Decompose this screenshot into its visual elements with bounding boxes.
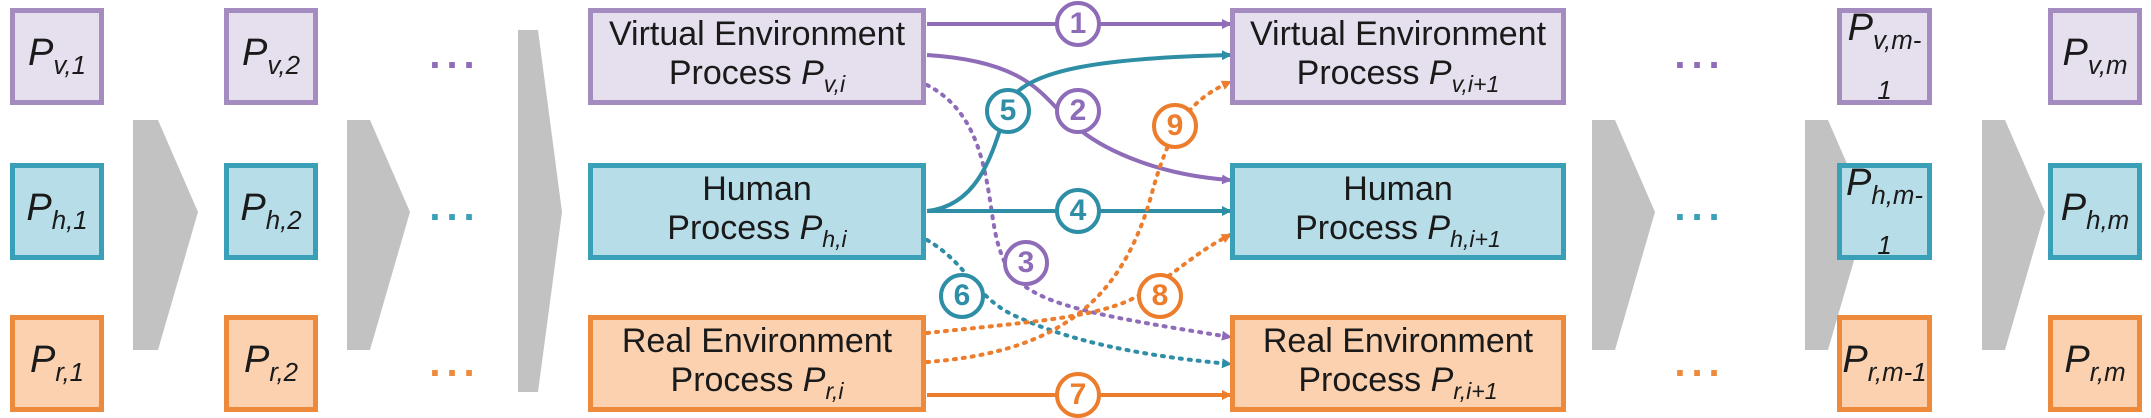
box-line2: Process xyxy=(667,209,791,248)
process-box-v-m: Pv,m xyxy=(2048,8,2142,105)
box-symbol: P xyxy=(1842,338,1868,381)
real-process-i-plus-1: Real Environment Process Pr,i+1 xyxy=(1230,315,1566,412)
box-subscript: h,i+1 xyxy=(1450,226,1501,253)
edge-label-9: 9 xyxy=(1152,103,1198,149)
process-box-h-m: Ph,m xyxy=(2048,163,2142,260)
box-subscript: v,i xyxy=(823,71,846,98)
ellipsis-virtual-left: ... xyxy=(429,33,481,77)
edge-label-6: 6 xyxy=(939,273,985,319)
process-box-r-m: Pr,m xyxy=(2048,315,2142,412)
stage-chevron-1 xyxy=(133,120,198,350)
box-subscript: r,i+1 xyxy=(1453,378,1498,405)
box-line2: Process xyxy=(670,361,794,400)
box-subscript: h,2 xyxy=(265,207,302,236)
box-symbol: P xyxy=(240,186,266,229)
edge-label-2: 2 xyxy=(1055,88,1101,134)
box-subscript: v,i+1 xyxy=(1451,71,1500,98)
edge-label-3: 3 xyxy=(1003,240,1049,286)
edge-label-1: 1 xyxy=(1055,1,1101,47)
box-symbol: P xyxy=(26,186,52,229)
ellipsis-virtual-right: ... xyxy=(1674,33,1726,77)
box-symbol: P xyxy=(1847,7,1874,50)
human-process-i-plus-1: Human Process Ph,i+1 xyxy=(1230,163,1566,260)
edge-6 xyxy=(925,238,1232,369)
box-line2: Process xyxy=(1295,209,1418,248)
box-subscript: r,1 xyxy=(55,359,85,388)
edge-label-4: 4 xyxy=(1055,188,1101,234)
stage-chevron-6 xyxy=(1982,120,2045,350)
box-symbol: P xyxy=(1430,361,1454,400)
box-line2: Process xyxy=(1296,54,1420,93)
box-subscript: r,i xyxy=(825,378,844,405)
stage-chevron-2 xyxy=(347,120,410,350)
stage-chevron-3 xyxy=(518,30,562,392)
box-symbol: P xyxy=(1427,209,1451,248)
box-symbol: P xyxy=(802,361,826,400)
box-symbol: P xyxy=(2064,338,2090,381)
edge-label-5: 5 xyxy=(985,88,1031,134)
box-symbol: P xyxy=(29,338,56,381)
ellipsis-real-right: ... xyxy=(1674,341,1726,385)
box-line1: Virtual Environment xyxy=(608,15,906,54)
ellipsis-human-right: ... xyxy=(1674,185,1726,229)
process-box-r-2: Pr,2 xyxy=(224,315,318,412)
box-symbol: P xyxy=(243,338,270,381)
box-subscript: v,m xyxy=(2087,52,2128,81)
stage-chevron-4 xyxy=(1592,120,1655,350)
virtual-process-i: Virtual Environment Process Pv,i xyxy=(588,8,926,105)
process-box-h-m-1: Ph,m-1 xyxy=(1837,162,1932,260)
box-subscript: r,m xyxy=(2089,359,2126,388)
process-box-v-2: Pv,2 xyxy=(224,8,318,105)
ellipsis-real-left: ... xyxy=(429,341,481,385)
box-subscript: h,i xyxy=(822,226,847,253)
box-subscript: h,m xyxy=(2086,207,2130,236)
edge-9 xyxy=(925,80,1232,364)
box-line2: Process xyxy=(668,54,792,93)
box-subscript: r,m-1 xyxy=(1867,359,1927,388)
real-process-i: Real Environment Process Pr,i xyxy=(588,315,926,412)
box-symbol: P xyxy=(242,31,268,74)
box-subscript: h,m-1 xyxy=(1871,182,1924,260)
virtual-process-i-plus-1: Virtual Environment Process Pv,i+1 xyxy=(1230,8,1566,105)
box-subscript: v,1 xyxy=(53,52,86,81)
process-box-h-1: Ph,1 xyxy=(10,163,104,260)
box-subscript: h,1 xyxy=(51,207,88,236)
box-subscript: v,m-1 xyxy=(1873,27,1922,105)
box-symbol: P xyxy=(2062,31,2088,74)
box-subscript: v,2 xyxy=(267,52,300,81)
box-line1: Real Environment xyxy=(1262,322,1534,361)
edge-8 xyxy=(925,233,1232,335)
box-line1: Human xyxy=(702,170,812,209)
box-line1: Virtual Environment xyxy=(1249,15,1547,54)
edge-label-7: 7 xyxy=(1055,372,1101,418)
box-symbol: P xyxy=(799,209,823,248)
box-line1: Human xyxy=(1343,170,1453,209)
edge-3 xyxy=(925,83,1232,341)
human-process-i: Human Process Ph,i xyxy=(588,163,926,260)
process-box-h-2: Ph,2 xyxy=(224,163,318,260)
box-symbol: P xyxy=(2060,186,2087,229)
box-subscript: r,2 xyxy=(269,359,299,388)
box-line1: Real Environment xyxy=(621,322,893,361)
process-box-r-1: Pr,1 xyxy=(10,315,104,412)
box-line2: Process xyxy=(1298,361,1422,400)
box-symbol: P xyxy=(1428,54,1452,93)
box-symbol: P xyxy=(1845,162,1872,205)
box-symbol: P xyxy=(28,31,54,74)
edge-label-8: 8 xyxy=(1137,273,1183,319)
ellipsis-human-left: ... xyxy=(429,185,481,229)
process-box-v-m-1: Pv,m-1 xyxy=(1837,7,1932,105)
process-box-v-1: Pv,1 xyxy=(10,8,104,105)
process-box-r-m-1: Pr,m-1 xyxy=(1837,315,1932,412)
box-symbol: P xyxy=(801,54,824,93)
